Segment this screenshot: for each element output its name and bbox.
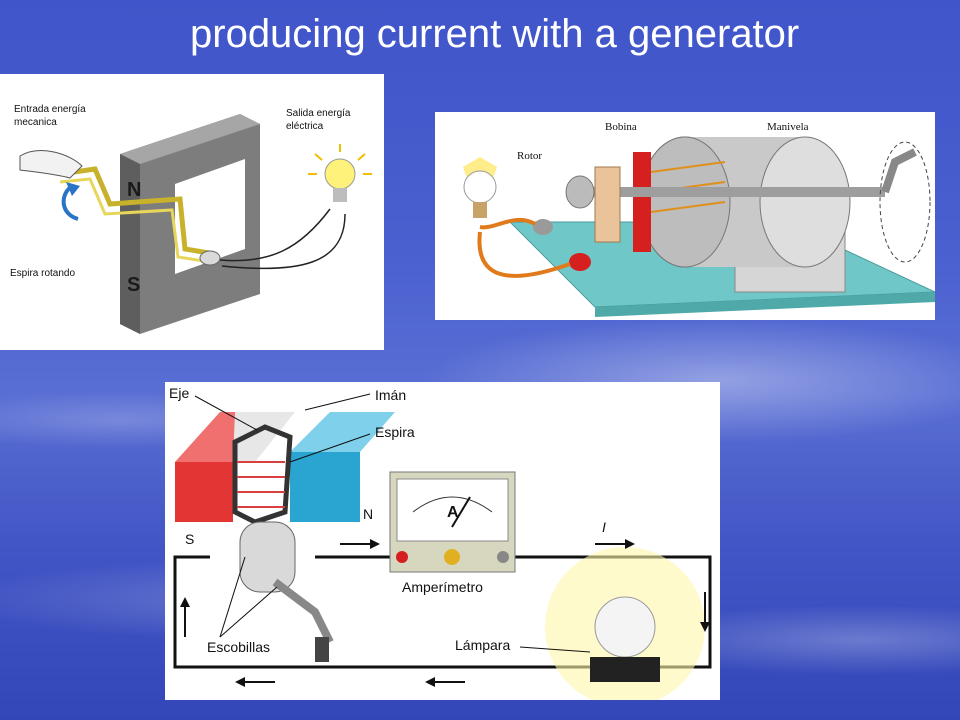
current-direction-arrows [180, 539, 710, 687]
generator-circuit-diagram: A Eje Imán Es [165, 382, 720, 700]
light-bulb-icon [463, 157, 497, 218]
brushes-label: Escobillas [207, 639, 270, 655]
input-energy-label-1: Entrada energía [14, 104, 86, 115]
south-pole-label: S [127, 274, 140, 296]
coil-label: Bobina [605, 121, 637, 133]
crank-label: Manivela [767, 121, 809, 133]
ammeter-symbol: A [447, 504, 459, 521]
ammeter-icon [389, 471, 516, 573]
generator-loop-diagram: N S Entrada energía mecanica Salida ener… [0, 74, 384, 350]
rotor-label: Rotor [517, 150, 542, 162]
ammeter-label: Amperímetro [402, 579, 483, 595]
crank-generator-diagram: S Bobina Manivela Rotor [435, 112, 935, 320]
rotating-loop-label: Espira rotando [10, 268, 75, 279]
axis-label: Eje [169, 385, 189, 401]
current-label: I [602, 519, 606, 535]
slide-title: producing current with a generator [190, 12, 800, 56]
loop-label: Espira [375, 424, 415, 440]
north-pole-label: N [127, 179, 141, 201]
magnet-label: Imán [375, 387, 406, 403]
north-pole-label: N [363, 506, 373, 522]
output-energy-label-1: Salida energía [286, 108, 351, 119]
light-bulb-icon [308, 144, 372, 202]
output-energy-label-2: eléctrica [286, 121, 324, 132]
lamp-label: Lámpara [455, 637, 510, 653]
input-energy-label-2: mecanica [14, 117, 57, 128]
south-pole-label: S [185, 531, 194, 547]
lamp-icon [545, 547, 705, 700]
